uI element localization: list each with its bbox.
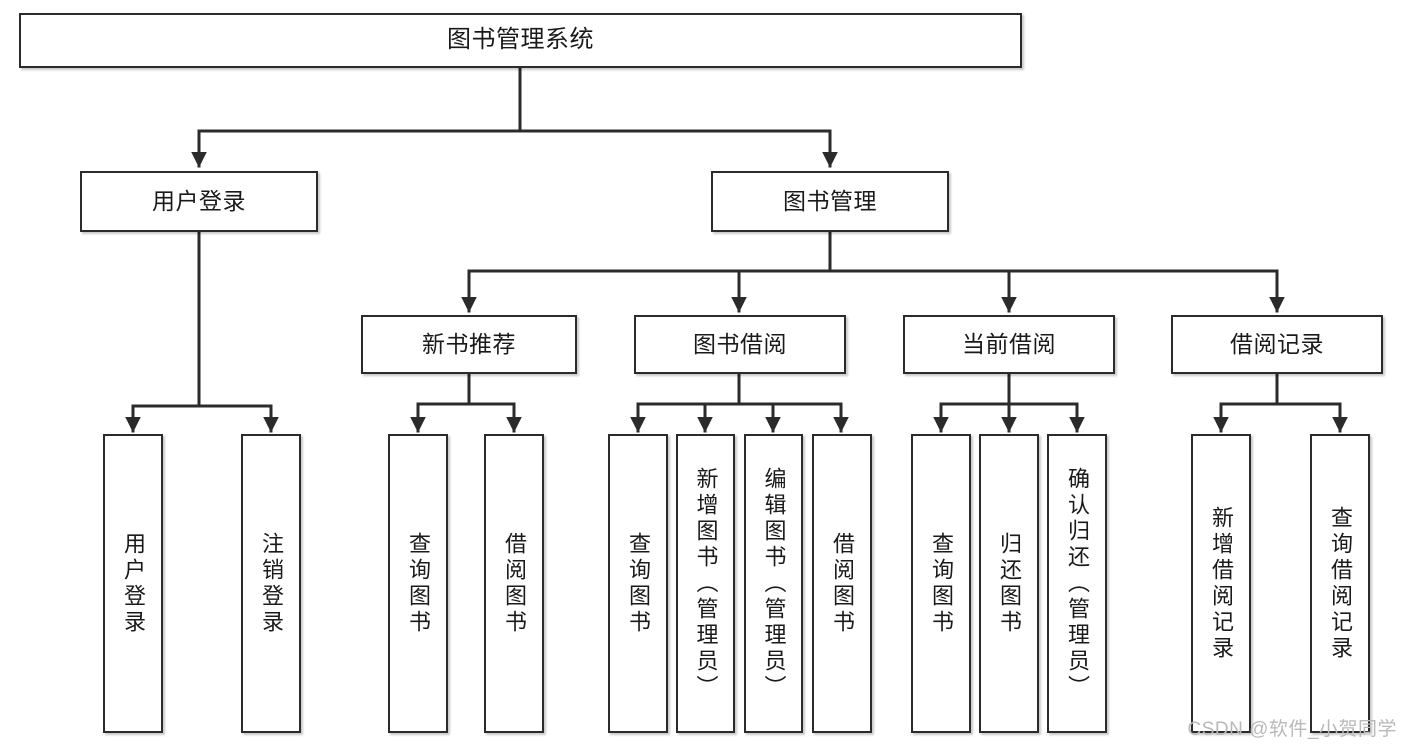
node-label: 归还图书	[997, 531, 1022, 636]
node-leaf-query-book-2[interactable]: 查询图书	[608, 434, 668, 733]
node-label: 图书管理	[783, 187, 877, 214]
node-label: 查询图书	[929, 531, 954, 636]
node-leaf-borrow-book-1[interactable]: 借阅图书	[484, 434, 544, 733]
node-label: 注销登录	[259, 531, 284, 636]
node-borrow-record[interactable]: 借阅记录	[1171, 315, 1383, 374]
node-label: 用户登录	[152, 187, 246, 214]
node-label: 查询借阅记录	[1328, 505, 1353, 662]
node-new-book-recommend[interactable]: 新书推荐	[361, 315, 577, 374]
node-leaf-user-login[interactable]: 用户登录	[103, 434, 163, 733]
node-label: 确认归还（管理员）	[1065, 466, 1090, 701]
node-label: 借阅图书	[830, 531, 855, 636]
node-leaf-confirm-return[interactable]: 确认归还（管理员）	[1047, 434, 1107, 733]
node-user-login[interactable]: 用户登录	[80, 171, 318, 232]
node-leaf-logout[interactable]: 注销登录	[241, 434, 301, 733]
node-label: 图书借阅	[693, 330, 787, 357]
node-label: 借阅图书	[502, 531, 527, 636]
watermark: CSDN @软件_小贺同学	[1187, 719, 1397, 740]
node-label: 查询图书	[626, 531, 651, 636]
node-current-borrow[interactable]: 当前借阅	[903, 315, 1115, 374]
node-label: 查询图书	[406, 531, 431, 636]
node-book-manage[interactable]: 图书管理	[711, 171, 949, 232]
node-label: 新书推荐	[422, 330, 516, 357]
node-label: 新增图书（管理员）	[693, 466, 719, 701]
node-leaf-return-book[interactable]: 归还图书	[979, 434, 1039, 733]
node-book-management-system[interactable]: 图书管理系统	[19, 13, 1022, 68]
node-label: 用户登录	[121, 531, 146, 636]
node-leaf-query-record[interactable]: 查询借阅记录	[1310, 434, 1370, 733]
node-leaf-add-record[interactable]: 新增借阅记录	[1191, 434, 1251, 733]
node-label: 编辑图书（管理员）	[761, 466, 787, 701]
node-leaf-query-book-1[interactable]: 查询图书	[388, 434, 448, 733]
node-label: 借阅记录	[1230, 330, 1324, 357]
node-label: 新增借阅记录	[1209, 505, 1234, 662]
node-label: 图书管理系统	[447, 26, 594, 54]
node-leaf-edit-book[interactable]: 编辑图书（管理员）	[744, 434, 803, 733]
node-leaf-borrow-book-2[interactable]: 借阅图书	[812, 434, 872, 733]
node-label: 当前借阅	[962, 330, 1056, 357]
node-leaf-add-book[interactable]: 新增图书（管理员）	[676, 434, 735, 733]
node-leaf-query-book-3[interactable]: 查询图书	[911, 434, 971, 733]
node-book-borrow[interactable]: 图书借阅	[634, 315, 846, 374]
